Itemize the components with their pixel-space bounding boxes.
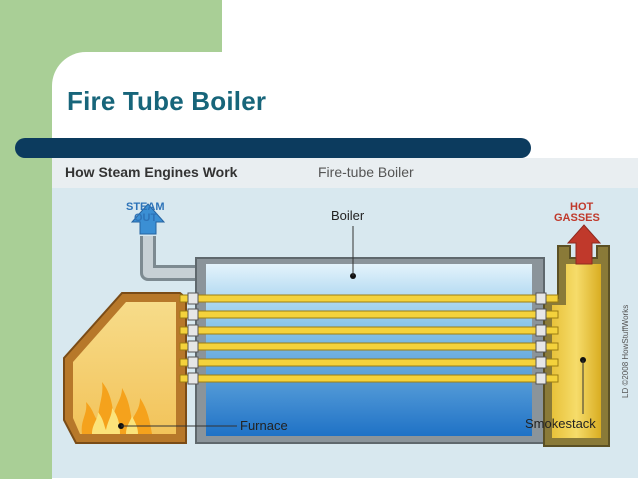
fire-tube <box>179 340 559 353</box>
fire-tube <box>179 324 559 337</box>
furnace-label: Furnace <box>240 418 288 433</box>
fire-tube <box>179 292 559 305</box>
hot-gasses-arrow <box>566 224 602 265</box>
fire-tube <box>179 372 559 385</box>
smokestack <box>543 245 610 447</box>
title-underline-bar <box>15 138 531 158</box>
slide-title: Fire Tube Boiler <box>67 86 267 116</box>
fire-icon <box>81 382 152 434</box>
copyright-credit: LD ©2008 HowStuffWorks <box>621 305 630 398</box>
boiler-diagram: How Steam Engines Work Fire-tube Boiler … <box>52 158 638 478</box>
hot-gasses-label-line2: GASSES <box>554 212 600 224</box>
diagram-header-band <box>52 158 638 188</box>
steam-out-label-line2: OUT <box>134 212 158 224</box>
hot-gasses-label-line1: HOT <box>570 201 594 213</box>
diagram-header-title: How Steam Engines Work <box>65 164 238 180</box>
smokestack-label: Smokestack <box>525 416 596 431</box>
fire-tube <box>179 356 559 369</box>
steam-out-label-line1: STEAM <box>126 201 165 213</box>
furnace <box>63 292 187 444</box>
fire-tubes <box>179 292 559 385</box>
diagram-header-subtitle: Fire-tube Boiler <box>318 164 414 180</box>
fire-tube <box>179 308 559 321</box>
steam-out-arrow <box>130 203 166 235</box>
boiler-label: Boiler <box>331 208 365 223</box>
